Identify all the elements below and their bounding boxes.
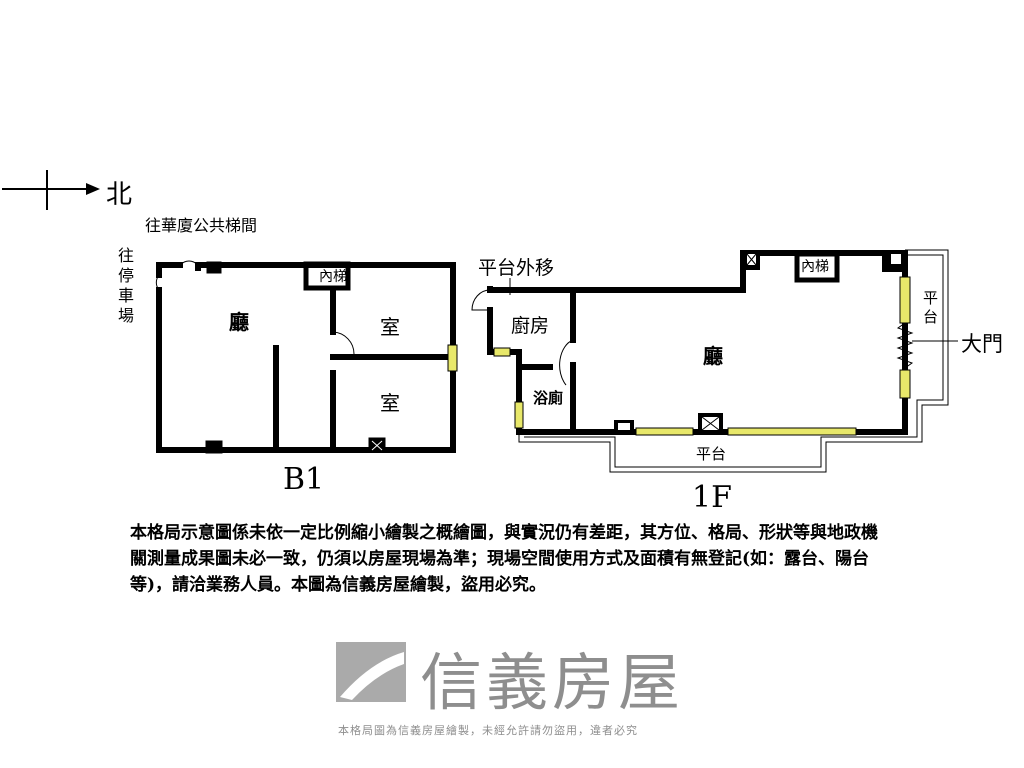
f1-bath-label: 浴廁 (533, 389, 564, 407)
watermark-brand: 信義房屋 (420, 646, 685, 719)
b1-room1-label: 室 (380, 315, 400, 339)
f1-windows (493, 276, 911, 436)
compass-north-label: 北 (106, 180, 133, 210)
f1-main-door-label: 大門 (961, 332, 1003, 356)
b1-window (447, 344, 458, 372)
north-arrow (2, 170, 100, 210)
disclaimer-text: 本格局示意圖係未依一定比例縮小繪製之概繪圖，與實況仍有差距，其方位、格局、形狀等… (130, 523, 878, 595)
watermark-logo (336, 642, 406, 702)
b1-door-parking (155, 274, 160, 291)
watermark-notice: 本格局圖為信義房屋繪製，未經允許請勿盜用，違者必究 (338, 724, 638, 737)
f1-platform-outline (518, 249, 949, 473)
b1-room2-label: 室 (380, 391, 400, 415)
f1-platform-right-label: 平台 (921, 290, 939, 328)
b1-title: B1 (283, 462, 325, 497)
f1-main-door (896, 322, 914, 369)
f1-platform-bottom-label: 平台 (696, 445, 727, 463)
f1-columns (614, 250, 905, 434)
b1-public-stair-label: 往華廈公共梯間 (145, 216, 258, 235)
b1-living-label: 廳 (229, 310, 249, 334)
b1-stair-label: 內梯 (319, 269, 347, 285)
b1-walls (156, 261, 456, 453)
b1-columns (205, 261, 386, 454)
f1-kitchen-label: 廚房 (511, 315, 550, 337)
f1-title: 1F (692, 480, 732, 515)
f1-platform-moved-label: 平台外移 (478, 257, 555, 279)
b1-parking-label: 往停車場 (115, 247, 134, 327)
f1-living-label: 廳 (703, 344, 723, 368)
f1-stair-label: 內梯 (801, 259, 829, 275)
f1-door-bath (559, 339, 574, 386)
b1-door-public (179, 260, 199, 266)
b1-door-room (332, 331, 355, 355)
f1-door-kitchen (471, 289, 491, 311)
